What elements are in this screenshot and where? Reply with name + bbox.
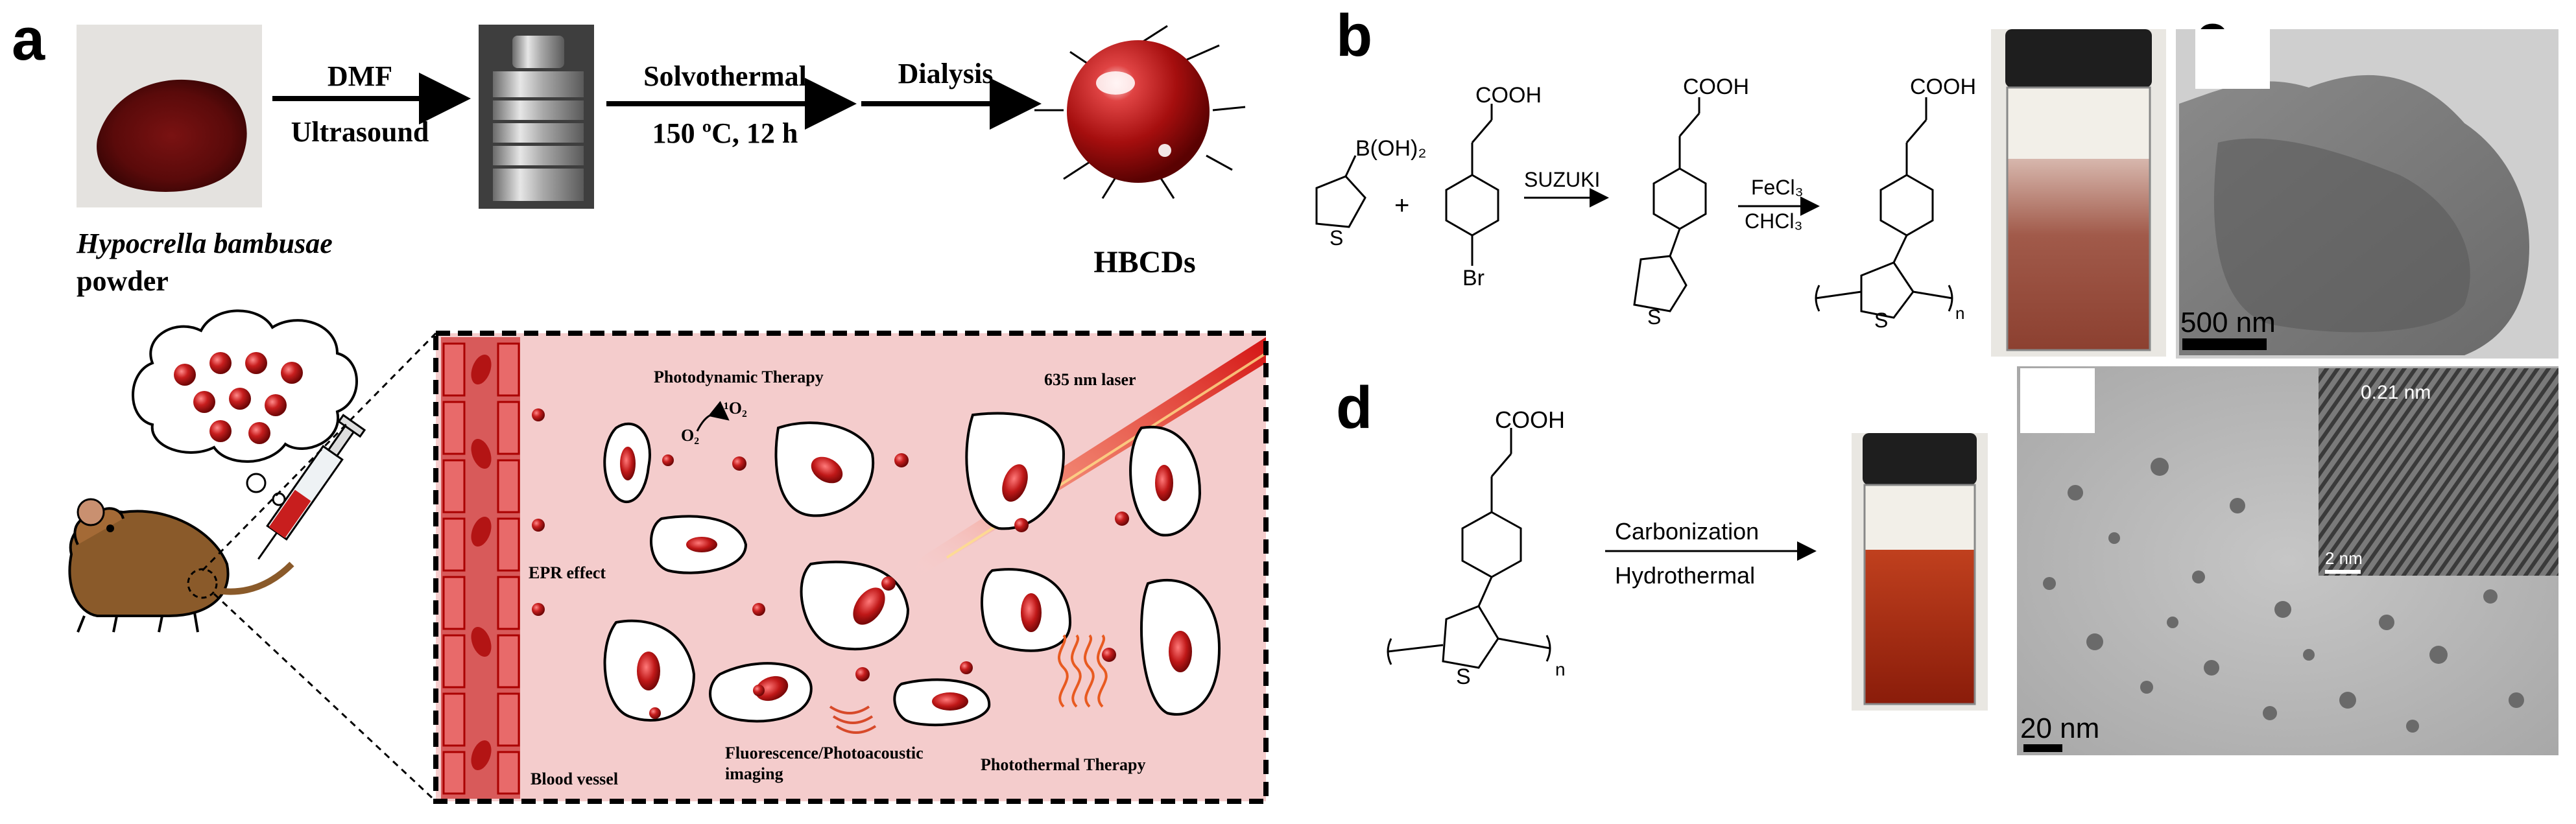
thiophene-ring-2 — [1633, 255, 1688, 312]
arrow-3-top-label: Dialysis — [898, 58, 994, 89]
product-label: HBCDs — [1093, 245, 1195, 279]
boronic-group: B(OH)₂ — [1355, 136, 1427, 161]
sulfur-d: S — [1456, 665, 1471, 689]
sulfur-2: S — [1647, 305, 1661, 329]
scale-bar-c: 500 nm — [2180, 307, 2276, 338]
benzene-ring-2 — [1652, 167, 1707, 230]
powder-photo — [77, 25, 262, 207]
inset-scale: 2 nm — [2325, 548, 2363, 568]
hydrothermal-label: Hydrothermal — [1615, 562, 1755, 589]
thiophene-ring-1 — [1315, 175, 1366, 228]
thought-cloud — [132, 309, 358, 463]
suzuki-label: SUZUKI — [1524, 168, 1600, 191]
vial-photo-b — [1991, 29, 2166, 357]
source-name: Hypocrella bambusae — [76, 228, 333, 259]
arrow-2-top-label: Solvothermal — [643, 60, 807, 92]
sulfur-3: S — [1874, 309, 1888, 332]
singlet-oxygen-label: ¹O₂ — [724, 399, 747, 418]
tem-image-c: 500 nm — [2176, 29, 2558, 359]
polymer-n-d: n — [1555, 659, 1566, 679]
sulfur-1: S — [1330, 226, 1343, 250]
blood-vessel — [441, 337, 520, 799]
imaging-label-line2: imaging — [725, 764, 783, 783]
inset-spacing: 0.21 nm — [2361, 382, 2431, 403]
tem-image-e: 0.21 nm 2 nm 20 nm — [2017, 366, 2558, 755]
polymer-acid: COOH — [1910, 75, 1976, 99]
panel-a-workflow: DMF Ultrasound Solvothermal 150 ºC, 12 h… — [76, 25, 1246, 297]
laser-label: 635 nm laser — [1044, 370, 1136, 389]
arrow-1-bottom-label: Ultrasound — [291, 116, 429, 148]
fecl3-label: FeCl₃ — [1751, 176, 1804, 199]
chcl3-label: CHCl₃ — [1745, 209, 1802, 233]
pdt-label: Photodynamic Therapy — [654, 368, 824, 386]
scale-bar-e: 20 nm — [2020, 712, 2099, 744]
plus-sign: + — [1394, 191, 1409, 220]
benzene-ring-1 — [1445, 174, 1499, 237]
arrow-1-top-label: DMF — [328, 60, 392, 92]
panel-label-d: d — [1336, 375, 1372, 441]
imaging-waves — [829, 705, 877, 734]
panel-a-mouse-illustration — [68, 309, 437, 803]
carbonization-label: Carbonization — [1615, 518, 1759, 545]
benzene-ring-4 — [1461, 511, 1522, 578]
polymer-n: n — [1955, 303, 1964, 323]
autoclave-photo — [479, 25, 594, 209]
cell-nuclei — [620, 447, 1192, 711]
hbcd-particle — [1034, 25, 1246, 199]
panel-b-synthesis — [1315, 97, 1953, 319]
oxygen-label: O₂ — [681, 426, 699, 445]
reagent-halide: Br — [1462, 266, 1485, 290]
source-form: powder — [77, 265, 169, 297]
thiophene-ring-4 — [1442, 605, 1499, 669]
epr-label: EPR effect — [529, 563, 606, 582]
hrtem-inset — [2319, 368, 2558, 576]
pdt-arrow — [696, 401, 730, 432]
heat-waves — [1058, 634, 1108, 708]
nanodots — [2043, 458, 2524, 733]
arrow-2-bottom-label: 150 ºC, 12 h — [652, 117, 798, 149]
panel-label-b: b — [1336, 3, 1372, 69]
reagent-acid: COOH — [1475, 83, 1542, 108]
tumor-inset: Photodynamic Therapy ¹O₂ O₂ 635 nm laser… — [433, 331, 1269, 804]
monomer-acid: COOH — [1683, 75, 1749, 99]
panel-label-a: a — [12, 6, 45, 73]
thiophene-ring-3 — [1860, 261, 1914, 319]
panel-d-carbonization — [1387, 428, 1817, 669]
ptt-label: Photothermal Therapy — [981, 755, 1145, 774]
nanoparticles — [532, 408, 1129, 719]
vessel-label: Blood vessel — [531, 770, 618, 788]
acid-d: COOH — [1495, 406, 1565, 433]
syringe — [257, 414, 366, 560]
benzene-ring-3 — [1879, 174, 1934, 237]
imaging-label-line1: Fluorescence/Photoacoustic — [725, 744, 924, 762]
vial-photo-d — [1852, 433, 1988, 711]
